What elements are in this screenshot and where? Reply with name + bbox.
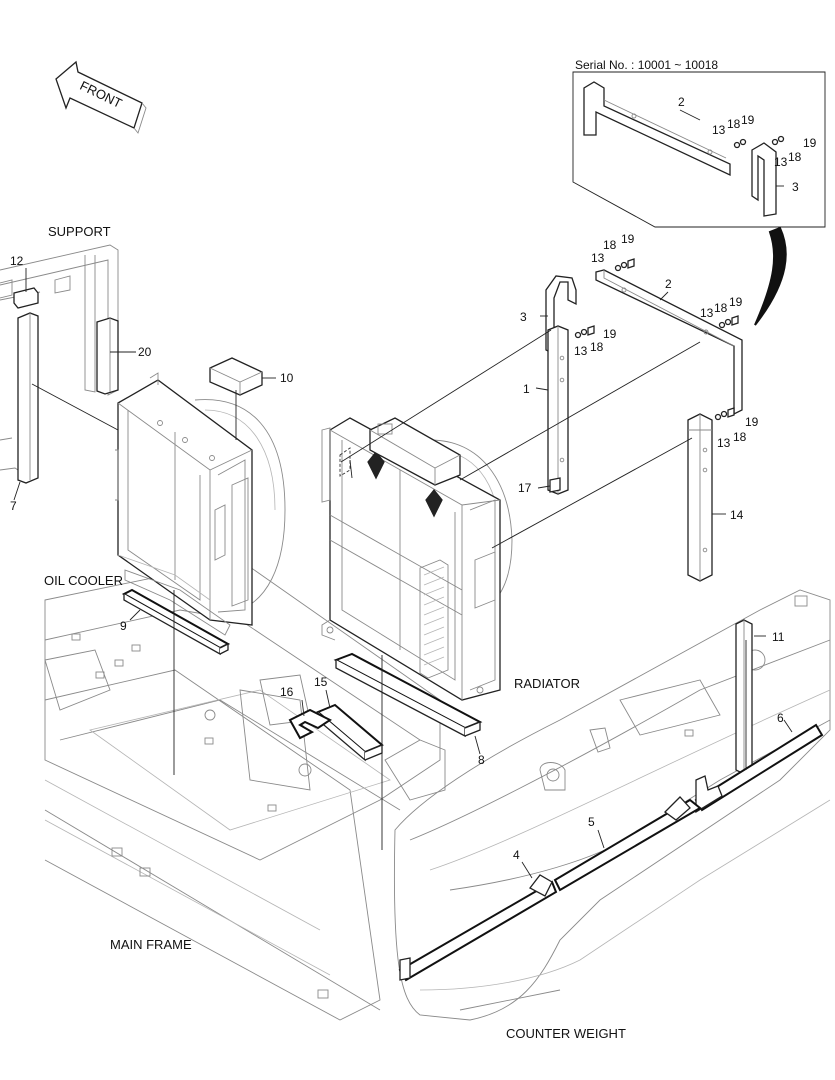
hardware-low <box>714 407 735 421</box>
oil-cooler-drawing <box>115 372 286 636</box>
callout-10: 10 <box>280 371 294 385</box>
callout-inset-13a: 13 <box>712 123 726 137</box>
part-8-pad <box>333 652 483 738</box>
callout-13-top: 13 <box>591 251 605 265</box>
callout-13-low: 13 <box>717 436 731 450</box>
part-20-bracket <box>96 317 119 395</box>
serial-inset <box>572 71 826 326</box>
callout-1: 1 <box>523 382 530 396</box>
callout-14: 14 <box>730 508 744 522</box>
callout-19-left: 19 <box>603 327 617 341</box>
counter-weight-label: COUNTER WEIGHT <box>506 1026 626 1041</box>
callout-inset-3: 3 <box>792 180 799 194</box>
callout-inset-19b: 19 <box>803 136 817 150</box>
part-4-strip <box>398 874 558 982</box>
support-label: SUPPORT <box>48 224 111 239</box>
part-9-pad <box>121 588 231 656</box>
callout-9: 9 <box>120 619 127 633</box>
part-12-block <box>13 287 39 309</box>
part-15-pad <box>316 703 384 762</box>
callout-19-top: 19 <box>621 232 635 246</box>
hardware-mid <box>718 315 739 329</box>
part-11-pad <box>735 619 753 775</box>
serial-note: Serial No. : 10001 ~ 10018 <box>575 58 718 72</box>
callout-inset-13b: 13 <box>774 155 788 169</box>
callout-7: 7 <box>10 499 17 513</box>
part-16-pad <box>288 708 332 740</box>
front-arrow-icon: FRONT <box>55 60 147 134</box>
hardware-left <box>574 325 595 339</box>
callout-inset-18b: 18 <box>788 150 802 164</box>
callout-6: 6 <box>777 711 784 725</box>
callout-8: 8 <box>478 753 485 767</box>
callout-inset-18a: 18 <box>727 117 741 131</box>
callout-18-top: 18 <box>603 238 617 252</box>
callout-18-mid: 18 <box>714 301 728 315</box>
part-7-bar <box>17 312 39 484</box>
callout-2: 2 <box>665 277 672 291</box>
part-14-bracket <box>687 413 713 582</box>
callout-5: 5 <box>588 815 595 829</box>
radiator-label: RADIATOR <box>514 676 580 691</box>
leader-lines <box>13 109 793 879</box>
main-frame-label: MAIN FRAME <box>110 937 192 952</box>
part-5-strip <box>553 796 702 892</box>
callout-19-low: 19 <box>745 415 759 429</box>
part-2-bracket <box>595 269 743 416</box>
callout-inset-2: 2 <box>678 95 685 109</box>
callout-18-left: 18 <box>590 340 604 354</box>
part-10-cover <box>209 357 263 396</box>
callout-3: 3 <box>520 310 527 324</box>
part-1-bracket <box>547 325 569 495</box>
radiator-drawing <box>321 417 513 701</box>
callout-11: 11 <box>772 630 785 644</box>
callout-4: 4 <box>513 848 520 862</box>
part-6-strip <box>694 723 824 814</box>
oil-cooler-label: OIL COOLER <box>44 573 123 588</box>
callout-20: 20 <box>138 345 152 359</box>
support-drawing <box>0 244 119 471</box>
main-frame-drawing <box>44 559 446 1021</box>
callout-18-low: 18 <box>733 430 747 444</box>
callout-17: 17 <box>518 481 532 495</box>
callout-inset-19a: 19 <box>741 113 755 127</box>
callout-12: 12 <box>10 254 24 268</box>
callout-13-left: 13 <box>574 344 588 358</box>
callout-15: 15 <box>314 675 328 689</box>
callout-16: 16 <box>280 685 294 699</box>
hardware-top <box>614 258 635 272</box>
callout-13-mid: 13 <box>700 306 714 320</box>
callout-19-mid: 19 <box>729 295 743 309</box>
